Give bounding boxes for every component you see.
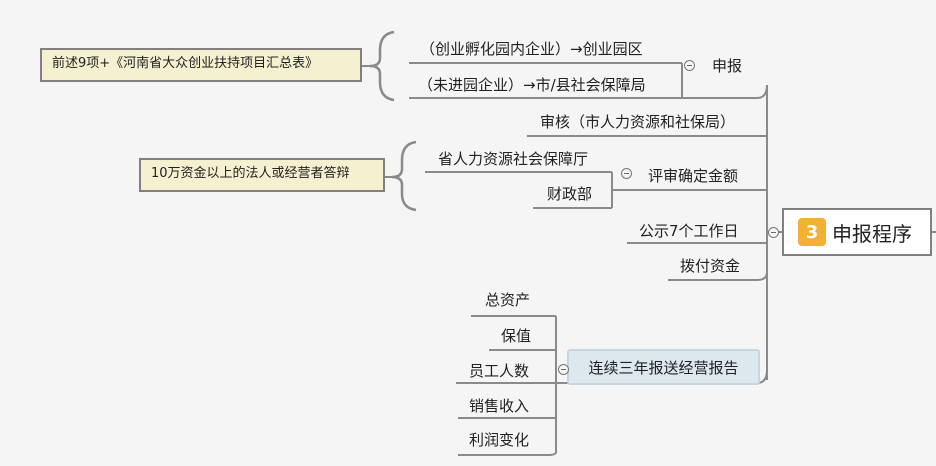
- collapse-report-icon[interactable]: [558, 364, 569, 375]
- topic-report[interactable]: 连续三年报送经营报告: [567, 349, 760, 385]
- evaluate-note-text: 10万资金以上的法人或经营者答辩: [151, 166, 350, 181]
- root-topic[interactable]: 3 申报程序: [782, 208, 932, 256]
- collapse-apply-icon[interactable]: [684, 60, 695, 71]
- topic-publicity[interactable]: 公示7个工作日: [639, 222, 739, 240]
- topic-evaluate[interactable]: 评审确定金额: [648, 167, 739, 185]
- report-item[interactable]: 销售收入: [469, 397, 530, 415]
- report-item[interactable]: 利润变化: [469, 431, 530, 449]
- topic-report-label: 连续三年报送经营报告: [588, 358, 739, 377]
- report-item[interactable]: 员工人数: [469, 362, 530, 380]
- collapse-root-icon[interactable]: [768, 227, 779, 238]
- topic-review[interactable]: 审核（市人力资源和社保局）: [540, 113, 736, 131]
- apply-note[interactable]: 前述9项+《河南省大众创业扶持项目汇总表》: [40, 48, 362, 82]
- apply-note-text: 前述9项+《河南省大众创业扶持项目汇总表》: [52, 56, 319, 71]
- topic-apply[interactable]: 申报: [712, 57, 743, 75]
- topic-apply-incubator[interactable]: （创业孵化园内企业）→创业园区: [420, 40, 643, 58]
- evaluate-note[interactable]: 10万资金以上的法人或经营者答辩: [139, 158, 385, 192]
- report-item[interactable]: 总资产: [485, 291, 531, 309]
- root-title: 申报程序: [832, 221, 912, 246]
- topic-evaluate-province[interactable]: 省人力资源社会保障厅: [438, 150, 589, 168]
- collapse-evaluate-icon[interactable]: [621, 168, 632, 179]
- root-badge: 3: [798, 218, 826, 246]
- topic-evaluate-finance[interactable]: 财政部: [547, 185, 593, 203]
- report-item[interactable]: 保值: [501, 327, 532, 345]
- topic-apply-nonpark[interactable]: （未进园企业）→市/县社会保障局: [418, 76, 646, 94]
- topic-allocate[interactable]: 拨付资金: [680, 257, 741, 275]
